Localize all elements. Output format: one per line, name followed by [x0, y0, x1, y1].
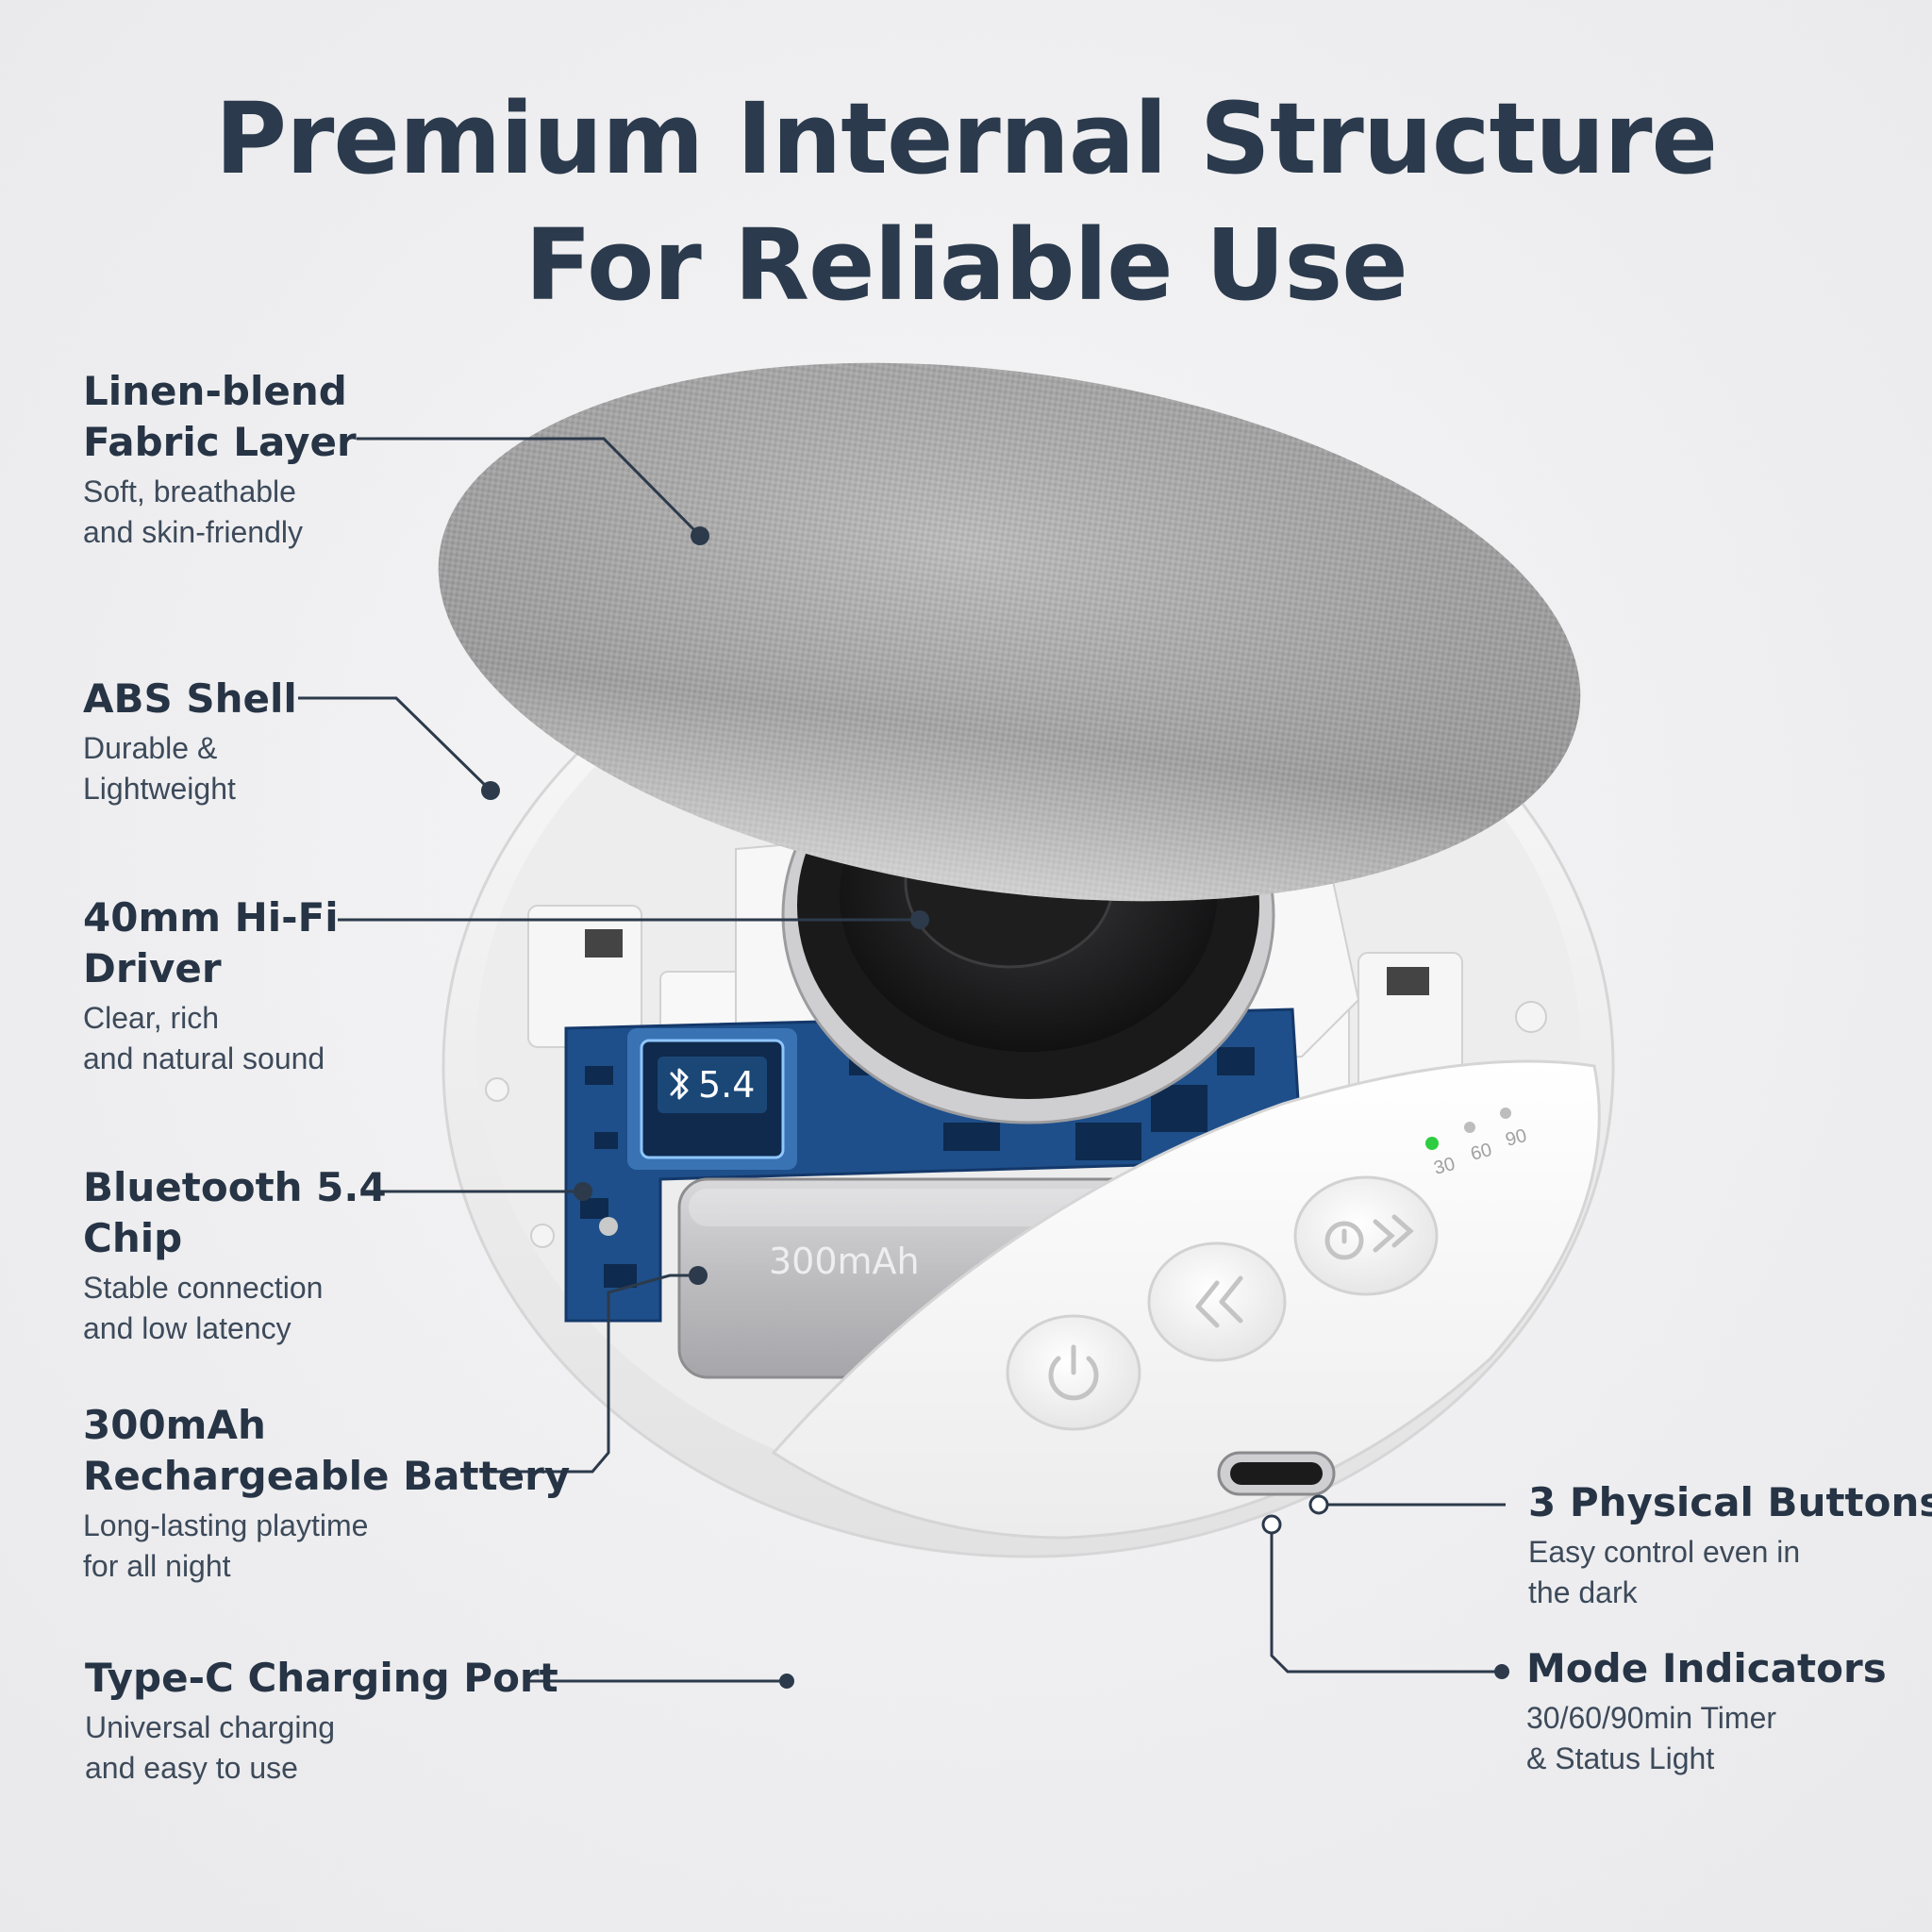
callout-fabric-layer: Linen-blend Fabric Layer Soft, breathabl… — [83, 366, 357, 553]
callout-fabric-title-1: Linen-blend — [83, 368, 347, 414]
callout-shell-sub-1: Durable & — [83, 731, 218, 765]
battery-leader — [491, 1274, 698, 1474]
callout-port-sub-2: and easy to use — [85, 1751, 298, 1785]
skip-back-icon — [1195, 1275, 1243, 1328]
callout-fabric-title-2: Fabric Layer — [83, 419, 357, 465]
page-title: Premium Internal Structure For Reliable … — [0, 75, 1932, 328]
skip-back-button[interactable] — [1147, 1241, 1287, 1362]
fabric-cover — [438, 362, 1581, 902]
page-title-line-1: Premium Internal Structure — [214, 81, 1718, 196]
leader-lines — [298, 437, 1506, 1683]
callout-indicators-sub-2: & Status Light — [1526, 1741, 1715, 1775]
bluetooth-icon — [670, 1068, 689, 1100]
callout-battery-title-2: Rechargeable Battery — [83, 1453, 571, 1499]
type-c-port — [1217, 1451, 1336, 1496]
page-title-line-2: For Reliable Use — [525, 208, 1408, 323]
indicators-leader — [1270, 1524, 1502, 1674]
bluetooth-chip: 5.4 — [627, 1028, 797, 1170]
callout-driver-sub-1: Clear, rich — [83, 1001, 220, 1035]
battery-label: 300mAh — [769, 1241, 920, 1282]
callout-buttons-title-1: 3 Physical Buttons — [1528, 1479, 1932, 1525]
callout-type-c-port: Type-C Charging Port Universal charging … — [85, 1653, 558, 1789]
callout-battery-title-1: 300mAh — [83, 1402, 266, 1448]
callout-buttons-sub-2: the dark — [1528, 1575, 1638, 1609]
timer-button[interactable] — [1293, 1175, 1439, 1296]
callout-indicators-title-1: Mode Indicators — [1526, 1645, 1887, 1691]
callout-shell-title-1: ABS Shell — [83, 675, 297, 722]
indicator-light-30 — [1425, 1137, 1439, 1150]
callout-chip-sub-2: and low latency — [83, 1311, 291, 1345]
chip-badge-label: 5.4 — [698, 1064, 755, 1106]
fabric-leader — [357, 437, 702, 538]
callout-battery: 300mAh Rechargeable Battery Long-lasting… — [83, 1400, 570, 1587]
timer-icon — [1324, 1214, 1414, 1260]
callout-bluetooth-chip: Bluetooth 5.4 Chip Stable connection and… — [83, 1162, 387, 1349]
callout-battery-sub-2: for all night — [83, 1549, 231, 1583]
shell-leader — [298, 696, 492, 792]
indicator-light-60 — [1464, 1122, 1475, 1133]
indicator-light-90 — [1500, 1108, 1511, 1119]
callout-abs-shell: ABS Shell Durable & Lightweight — [83, 674, 297, 809]
callout-chip-sub-1: Stable connection — [83, 1271, 324, 1305]
callout-driver-title-1: 40mm Hi-Fi — [83, 894, 339, 941]
power-icon — [1048, 1344, 1099, 1401]
callout-buttons-sub-1: Easy control even in — [1528, 1535, 1801, 1569]
callout-fabric-sub-1: Soft, breathable — [83, 475, 296, 508]
callout-port-title-1: Type-C Charging Port — [85, 1655, 558, 1701]
callout-driver-title-2: Driver — [83, 945, 222, 991]
callout-chip-title-1: Bluetooth 5.4 — [83, 1164, 387, 1210]
power-button[interactable] — [1006, 1314, 1141, 1431]
callout-shell-sub-2: Lightweight — [83, 772, 236, 806]
callout-mode-indicators: Mode Indicators 30/60/90min Timer & Stat… — [1526, 1643, 1887, 1779]
leader-dots — [481, 526, 1509, 1689]
callout-hifi-driver: 40mm Hi-Fi Driver Clear, rich and natura… — [83, 892, 339, 1079]
callout-physical-buttons: 3 Physical Buttons Easy control even in … — [1528, 1477, 1932, 1613]
callout-battery-sub-1: Long-lasting playtime — [83, 1508, 369, 1542]
callout-indicators-sub-1: 30/60/90min Timer — [1526, 1701, 1777, 1735]
callout-port-sub-1: Universal charging — [85, 1710, 336, 1744]
callout-chip-title-2: Chip — [83, 1215, 183, 1261]
callout-driver-sub-2: and natural sound — [83, 1041, 325, 1075]
callout-fabric-sub-2: and skin-friendly — [83, 515, 303, 549]
